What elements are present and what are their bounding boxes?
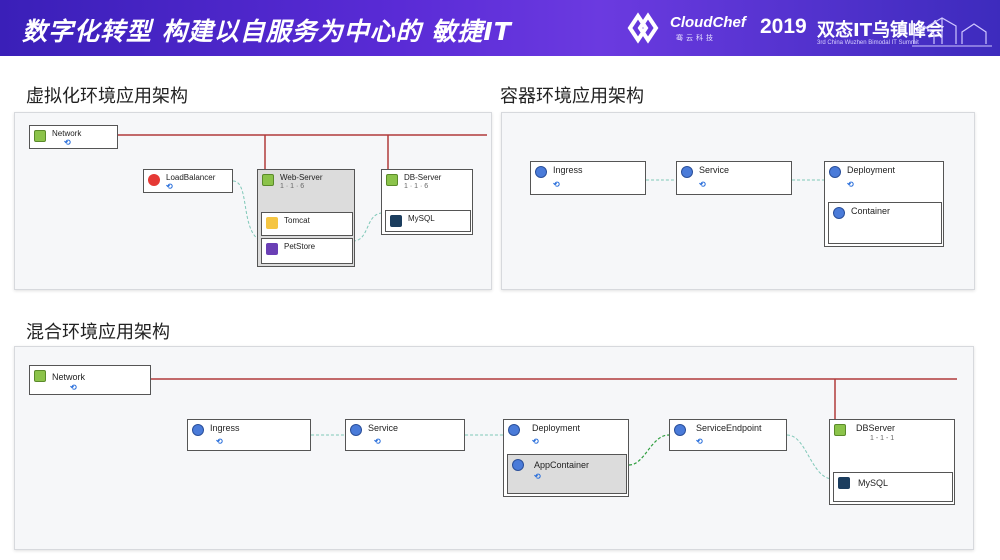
serviceendpoint-label: ServiceEndpoint	[696, 423, 762, 433]
network-node[interactable]: Network ⟲	[29, 125, 118, 149]
container-label: Container	[851, 206, 891, 216]
sync-icon: ⟲	[847, 180, 854, 189]
ingress-label: Ingress	[553, 165, 583, 175]
network-icon	[34, 130, 46, 142]
sync-icon: ⟲	[166, 182, 173, 191]
service-icon	[681, 166, 693, 178]
sync-icon: ⟲	[70, 383, 77, 392]
hybrid-service-node[interactable]: Service ⟲	[345, 419, 465, 451]
mysql-node[interactable]: MySQL	[385, 210, 471, 232]
sync-icon: ⟲	[696, 437, 703, 446]
appcontainer-node[interactable]: AppContainer ⟲	[507, 454, 627, 494]
network-label: Network	[52, 129, 82, 138]
webserver-node[interactable]: Web-Server 1 · 1 · 6 Tomcat PetStore	[257, 169, 355, 267]
container-ingress-node[interactable]: Ingress ⟲	[530, 161, 646, 195]
webserver-count: 1 · 1 · 6	[280, 183, 305, 190]
loadbalancer-node[interactable]: LoadBalancer ⟲	[143, 169, 233, 193]
cloudchef-logo-icon	[627, 12, 659, 44]
webserver-icon	[262, 174, 274, 186]
logo-subtitle: 骞云科技	[676, 35, 716, 42]
dbserver-count: 1 - 1 - 1	[870, 435, 895, 442]
sync-icon: ⟲	[699, 180, 706, 189]
mysql-label: MySQL	[858, 478, 889, 488]
sync-icon: ⟲	[374, 437, 381, 446]
hybrid-network-node[interactable]: Network ⟲	[29, 365, 151, 395]
virtual-architecture-panel: Network ⟲ LoadBalancer ⟲ Web-Server 1 · …	[14, 112, 492, 290]
loadbalancer-label: LoadBalancer	[166, 173, 216, 182]
ingress-label: Ingress	[210, 423, 240, 433]
logo-name: CloudChef	[670, 14, 746, 31]
appcontainer-icon	[512, 459, 524, 471]
summit-year: 2019	[760, 15, 807, 38]
deployment-icon	[829, 166, 841, 178]
appcontainer-label: AppContainer	[534, 460, 590, 470]
wuzhen-skyline-icon	[912, 17, 992, 47]
section-title-virtual: 虚拟化环境应用架构	[26, 86, 188, 107]
mysql-icon	[838, 477, 850, 489]
hybrid-architecture-panel: Network ⟲ Ingress ⟲ Service ⟲ Deployment…	[14, 346, 974, 550]
hybrid-dbserver-node[interactable]: DBServer 1 - 1 - 1 MySQL	[829, 419, 955, 505]
petstore-icon	[266, 243, 278, 255]
sync-icon: ⟲	[553, 180, 560, 189]
section-title-container: 容器环境应用架构	[500, 86, 644, 107]
tomcat-label: Tomcat	[284, 216, 310, 225]
webserver-label: Web-Server	[280, 173, 323, 182]
serviceendpoint-icon	[674, 424, 686, 436]
sync-icon: ⟲	[532, 437, 539, 446]
dbserver-label: DBServer	[856, 423, 896, 433]
ingress-icon	[192, 424, 204, 436]
deployment-icon	[508, 424, 520, 436]
dbserver-label: DB-Server	[404, 173, 442, 182]
service-label: Service	[368, 423, 399, 433]
sync-icon: ⟲	[534, 472, 541, 481]
hybrid-ingress-node[interactable]: Ingress ⟲	[187, 419, 311, 451]
container-deployment-node[interactable]: Deployment ⟲ Container	[824, 161, 944, 247]
dbserver-count: 1 · 1 · 6	[404, 183, 429, 190]
header-banner: 数字化转型 构建以自服务为中心的 敏捷IT CloudChef 骞云科技 201…	[0, 0, 1000, 56]
network-icon	[34, 370, 46, 382]
service-label: Service	[699, 165, 730, 175]
network-label: Network	[52, 372, 86, 382]
dbserver-icon	[834, 424, 846, 436]
hybrid-deployment-node[interactable]: Deployment ⟲ AppContainer ⟲	[503, 419, 629, 497]
tomcat-icon	[266, 217, 278, 229]
mysql-icon	[390, 215, 402, 227]
dbserver-node[interactable]: DB-Server 1 · 1 · 6 MySQL	[381, 169, 473, 235]
container-service-node[interactable]: Service ⟲	[676, 161, 792, 195]
service-icon	[350, 424, 362, 436]
petstore-node[interactable]: PetStore	[261, 238, 353, 264]
deployment-label: Deployment	[532, 423, 581, 433]
container-architecture-panel: Ingress ⟲ Service ⟲ Deployment ⟲ Contain…	[501, 112, 975, 290]
page-title: 数字化转型 构建以自服务为中心的 敏捷IT	[22, 17, 512, 46]
petstore-label: PetStore	[284, 242, 316, 251]
sync-icon: ⟲	[64, 138, 71, 147]
loadbalancer-icon	[148, 174, 160, 186]
ingress-icon	[535, 166, 547, 178]
sync-icon: ⟲	[216, 437, 223, 446]
hybrid-mysql-node[interactable]: MySQL	[833, 472, 953, 502]
hybrid-serviceendpoint-node[interactable]: ServiceEndpoint ⟲	[669, 419, 787, 451]
container-icon	[833, 207, 845, 219]
tomcat-node[interactable]: Tomcat	[261, 212, 353, 236]
summit-subtitle: 3rd China Wuzhen Bimodal IT Summit	[817, 40, 919, 46]
section-title-hybrid: 混合环境应用架构	[26, 322, 170, 343]
summit-name: 双态IT乌镇峰会	[817, 20, 944, 41]
dbserver-icon	[386, 174, 398, 186]
deployment-label: Deployment	[847, 165, 896, 175]
mysql-label: MySQL	[408, 214, 435, 223]
container-node[interactable]: Container	[828, 202, 942, 244]
